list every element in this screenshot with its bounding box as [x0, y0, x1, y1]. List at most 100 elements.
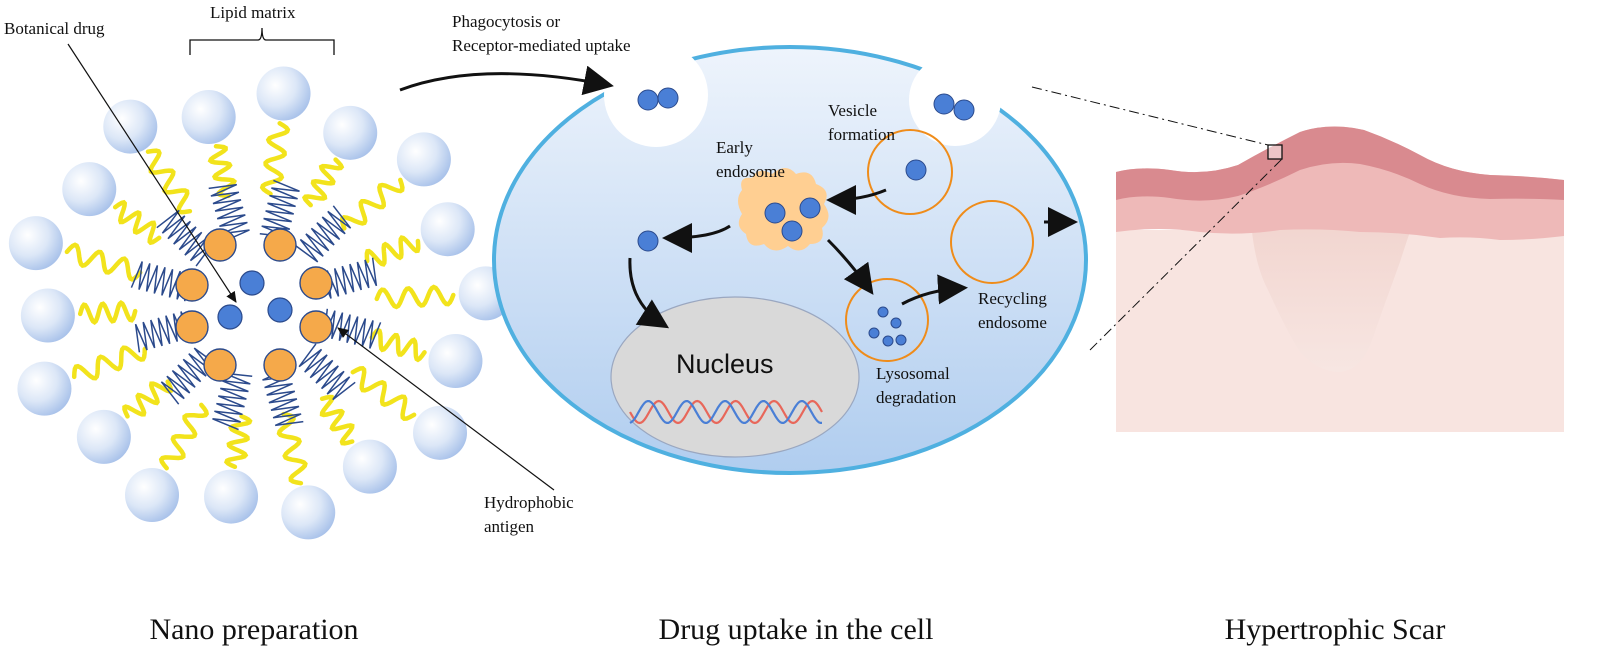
- drug-particle: [799, 197, 821, 219]
- phagocytosis-label-line1: Phagocytosis or: [452, 12, 560, 31]
- drug-fragment: [890, 317, 902, 329]
- lipid-tail: [374, 284, 456, 310]
- drug-particle: [637, 230, 659, 252]
- lipid-tail: [350, 365, 417, 422]
- phagocytosis-label-line2: Receptor-mediated uptake: [452, 36, 631, 55]
- lipid-head: [103, 99, 158, 154]
- polymer-chain: [294, 205, 352, 263]
- caption-drug-uptake: Drug uptake in the cell: [659, 613, 934, 646]
- lipid-head: [420, 202, 475, 257]
- lipid-head: [181, 90, 236, 145]
- hydrophobic-antigen: [299, 266, 333, 300]
- botanical-drug-particle: [267, 297, 293, 323]
- drug-fragment: [895, 334, 907, 346]
- botanical-drugs: [217, 270, 293, 330]
- lipid-head: [62, 162, 117, 217]
- lipid-tail: [64, 242, 143, 282]
- nucleus-label: Nucleus: [676, 349, 774, 379]
- lipid-head: [396, 132, 451, 187]
- lipid-tail: [301, 157, 345, 208]
- lipid-matrix-bracket: [189, 27, 335, 55]
- drug-fragment: [882, 335, 894, 347]
- lipid-tail: [77, 300, 138, 325]
- polymer-chain: [323, 308, 382, 349]
- drug-particle: [933, 93, 955, 115]
- lysosomal-label-line2: degradation: [876, 388, 957, 407]
- lipid-head: [76, 409, 131, 464]
- drug-fragment: [868, 327, 880, 339]
- recycling-endosome: [950, 200, 1034, 284]
- scar-raised-top: [1116, 126, 1564, 201]
- hydrophobic-antigen-pointer: [337, 327, 555, 491]
- lipid-spheres: [8, 66, 513, 540]
- hydrophobic-antigen: [175, 268, 209, 302]
- botanical-drug-label: Botanical drug: [4, 19, 105, 38]
- vesicle-label-line1: Vesicle: [828, 101, 877, 120]
- lipid-tail: [259, 121, 291, 197]
- lysosomal-label-line1: Lysosomal: [876, 364, 950, 383]
- hydrophobic-antigen: [203, 348, 237, 382]
- lipid-tail: [276, 411, 308, 486]
- zoom-line-bottom: [1089, 158, 1283, 351]
- polymer-chain: [156, 209, 214, 267]
- zoom-box: [1267, 144, 1283, 160]
- vesicle-label-line2: formation: [828, 125, 896, 144]
- lipid-tail: [319, 394, 355, 446]
- hydrophobic-antigen: [203, 228, 237, 262]
- lipid-tail: [158, 402, 210, 471]
- lipid-tails: [64, 121, 456, 486]
- arrow-endosome-to-lysosome: [826, 238, 874, 295]
- botanical-drug-pointer: [67, 43, 237, 303]
- hydrophobic-antigen-label-line1: Hydrophobic: [484, 493, 574, 512]
- lipid-tail: [145, 148, 193, 215]
- arrow-release-to-nucleus: [628, 257, 670, 329]
- lipid-tail: [122, 379, 174, 419]
- polymer-chain: [298, 343, 356, 401]
- arrow-endosome-to-release: [662, 222, 731, 253]
- caption-nano-preparation: Nano preparation: [149, 613, 358, 646]
- lysosome: [845, 278, 929, 362]
- zoom-line-top: [1031, 86, 1269, 146]
- recycling-endosome-label-line2: endosome: [978, 313, 1047, 332]
- hypertrophic-scar: [1116, 126, 1564, 432]
- uptake-arrow: [399, 65, 614, 96]
- drug-particle: [905, 159, 927, 181]
- lipid-tail: [369, 327, 427, 363]
- botanical-drug-particle: [217, 304, 243, 330]
- botanical-drug-particle: [239, 270, 265, 296]
- lipid-tail: [339, 177, 405, 231]
- lipid-tail: [223, 413, 253, 470]
- early-endosome-label-line2: endosome: [716, 162, 785, 181]
- lipid-head: [125, 467, 180, 522]
- early-endosome-label-line1: Early: [716, 138, 753, 157]
- lipid-head: [428, 334, 483, 389]
- scar-core: [1250, 205, 1420, 372]
- lipid-head: [281, 485, 336, 540]
- scar-epidermis: [1116, 126, 1564, 240]
- lipid-tail: [364, 235, 421, 267]
- hydrophobic-antigens: [175, 228, 333, 382]
- dna-strand: [629, 399, 823, 425]
- hydrophobic-antigen: [263, 228, 297, 262]
- lipid-head: [342, 439, 397, 494]
- hydrophobic-antigen: [299, 310, 333, 344]
- lipid-head: [204, 469, 259, 524]
- nano-preparation: [8, 66, 513, 540]
- lipid-tail: [207, 144, 238, 199]
- drug-fragment: [877, 306, 889, 318]
- arrow-vesicle-to-endosome: [826, 184, 887, 215]
- vesicle: [867, 129, 953, 215]
- dna-helix: [629, 399, 823, 425]
- drug-particle: [953, 99, 975, 121]
- lipid-tail: [71, 345, 148, 381]
- polymer-chain: [208, 183, 250, 243]
- lipid-head: [413, 405, 468, 460]
- polymer-chain: [212, 372, 253, 431]
- lipid-head: [17, 361, 72, 416]
- lipid-head: [8, 216, 63, 271]
- lipid-tail: [112, 199, 162, 246]
- drug-particle: [637, 89, 659, 111]
- polymer-chain: [259, 179, 300, 238]
- drug-particle: [657, 87, 679, 109]
